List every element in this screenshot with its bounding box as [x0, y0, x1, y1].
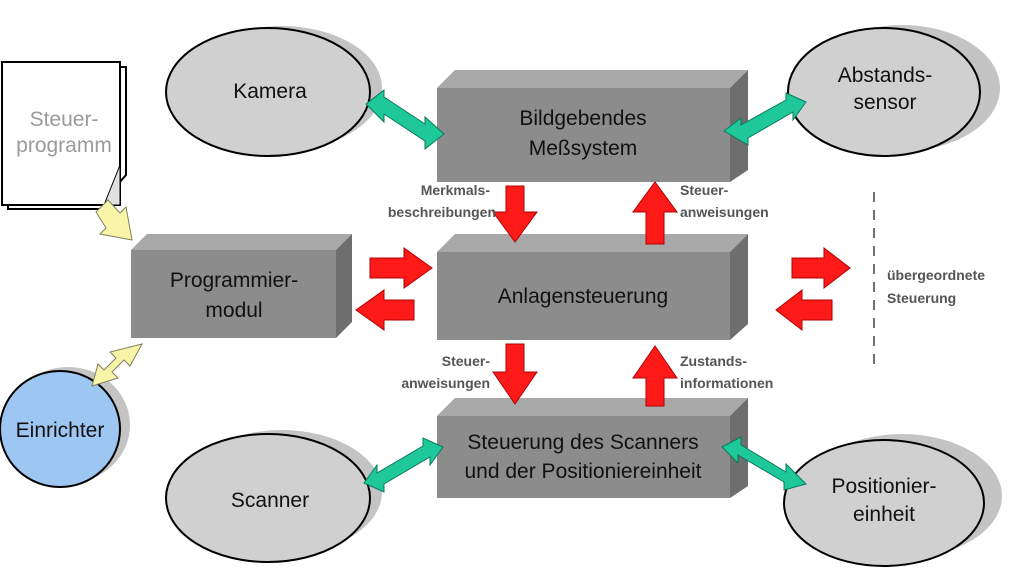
arrow-anlagensteuerung-to-scannersteuerung — [492, 343, 538, 405]
arrow-programmiermodul-to-anlagensteuerung — [369, 247, 433, 289]
node-abstandssensor: Abstands- sensor — [787, 25, 1000, 157]
scannersteuerung-label-line1: Steuerung des Scanners — [467, 431, 698, 454]
label-steuer-bottom-line2: anweisungen — [401, 375, 490, 391]
node-scanner: Scanner — [165, 430, 382, 563]
positioniereinheit-label-line1: Positionier- — [831, 475, 936, 498]
arrow-anlagensteuerung-to-messsystem — [632, 181, 678, 245]
arrow-messsystem-to-anlagensteuerung — [492, 185, 538, 243]
label-uebergeordnet-line1: übergeordnete — [887, 267, 985, 283]
arrow-document-to-programmiermodul — [95, 199, 133, 241]
label-steuer-top-line2: anweisungen — [680, 204, 769, 220]
document-label-line2: programm — [16, 134, 112, 157]
arrow-scannersteuerung-to-anlagensteuerung — [632, 345, 678, 407]
arrow-programmiermodul-einrichter — [91, 343, 143, 387]
label-zustands-line1: Zustands- — [680, 353, 747, 369]
node-positioniereinheit: Positionier- einheit — [783, 434, 1002, 567]
scanner-label: Scanner — [231, 489, 309, 512]
label-uebergeordnet-line2: Steuerung — [887, 290, 956, 306]
kamera-label: Kamera — [233, 80, 307, 103]
anlagensteuerung-label: Anlagensteuerung — [498, 285, 668, 308]
programmiermodul-label-line1: Programmier- — [170, 269, 298, 292]
box-scannersteuerung: Steuerung des Scanners und der Positioni… — [437, 398, 748, 498]
steuerprogramm-document: Steuer- programm — [1, 61, 127, 210]
box-anlagensteuerung: Anlagensteuerung — [437, 234, 748, 340]
arrow-uebergeordnet-to-anlagensteuerung — [775, 288, 833, 332]
document-page — [1, 61, 121, 206]
arrow-messsystem-abstandssensor — [723, 92, 807, 146]
positioniereinheit-label-line2: einheit — [853, 503, 915, 526]
document-label-line1: Steuer- — [30, 108, 99, 131]
scannersteuerung-label-line2: und der Positioniereinheit — [465, 460, 702, 483]
arrow-scanner-scannersteuerung — [363, 437, 444, 493]
arrow-scannersteuerung-positioniereinheit — [721, 436, 807, 491]
box-messsystem: Bildgebendes Meßsystem — [437, 70, 748, 182]
node-kamera: Kamera — [165, 26, 382, 157]
messsystem-label-line2: Meßsystem — [529, 137, 638, 160]
label-steuer-top-line1: Steuer- — [680, 182, 729, 198]
messsystem-label-line1: Bildgebendes — [519, 107, 646, 130]
node-einrichter: Einrichter — [0, 367, 130, 488]
abstandssensor-label-line2: sensor — [853, 91, 916, 114]
programmiermodul-label-line2: modul — [205, 299, 262, 322]
label-steuer-bottom-line1: Steuer- — [442, 353, 491, 369]
arrow-anlagensteuerung-to-programmiermodul — [355, 289, 415, 331]
label-merkmals-line2: beschreibungen — [388, 204, 496, 220]
einrichter-label: Einrichter — [16, 419, 105, 442]
arrow-kamera-messsystem — [365, 88, 445, 151]
arrow-anlagensteuerung-to-uebergeordnet — [791, 246, 851, 290]
abstandssensor-label-line1: Abstands- — [838, 64, 933, 87]
label-zustands-line2: informationen — [680, 375, 773, 391]
label-merkmals-line1: Merkmals- — [421, 182, 491, 198]
box-programmiermodul: Programmier- modul — [131, 234, 352, 338]
